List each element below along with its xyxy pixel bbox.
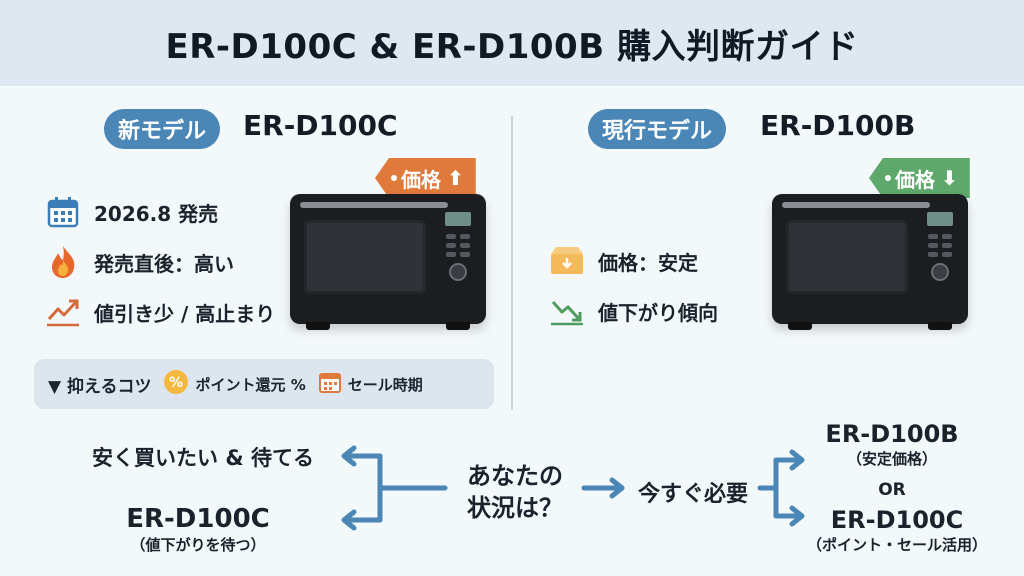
price-down-label: 価格 [895, 167, 935, 192]
feature-high-price-text: 発売直後：高い [94, 251, 234, 276]
tips-box: ▼ 抑えるコツ % ポイント還元 % セール時期 [34, 359, 494, 409]
trend-up-icon [44, 293, 82, 331]
box-icon [548, 242, 586, 280]
arrow-down-icon: ⬇ [941, 166, 958, 190]
page-title: ER-D100C & ER-D100B 購入判断ガイド [165, 26, 859, 67]
feature-release-text: 2026.8 発売 [94, 201, 219, 226]
result-now-1: ER-D100B （安定価格） [804, 420, 980, 469]
title-bar: ER-D100C & ER-D100B 購入判断ガイド [0, 0, 1024, 86]
feature-release-date: 2026.8 発売 [44, 193, 218, 231]
tip-points-text: ポイント還元 % [195, 375, 306, 394]
microwave-new-image [290, 194, 486, 338]
situation-question-line2: 状況は？ [467, 494, 563, 522]
result-now-2: ER-D100C （ポイント・セール活用） [790, 506, 1004, 555]
feature-price-drop: 値下がり傾向 [548, 292, 718, 330]
feature-small-discount-text: 値引き少 / 高止まり [94, 301, 276, 326]
result-now-model1: ER-D100B [825, 420, 959, 448]
price-up-label: 価格 [401, 167, 441, 192]
result-now-note1: （安定価格） [846, 450, 937, 468]
result-wait: ER-D100C （値下がりを待つ） [98, 504, 298, 555]
situation-question-line1: あなたの [467, 462, 563, 490]
current-model-badge: 現行モデル [588, 109, 727, 149]
percent-icon: % [163, 369, 189, 399]
new-model-name: ER-D100C [243, 109, 398, 142]
current-model-name: ER-D100B [760, 109, 916, 142]
microwave-current-image [772, 194, 968, 338]
tip-sale: セール時期 [318, 370, 423, 398]
feature-price-drop-text: 値下がり傾向 [598, 300, 718, 325]
option-now-label: 今すぐ必要 [637, 482, 748, 507]
result-wait-model: ER-D100C [126, 504, 270, 534]
result-now-note2: （ポイント・セール活用） [806, 536, 987, 554]
feature-stable-price: 価格：安定 [548, 242, 698, 280]
feature-small-discount: 値引き少 / 高止まり [44, 293, 275, 331]
trend-down-icon [548, 292, 586, 330]
flame-icon [44, 243, 82, 281]
tag-dot-icon [391, 175, 397, 181]
svg-text:%: % [169, 375, 183, 391]
tips-label: ▼ 抑えるコツ [48, 376, 152, 397]
situation-question: あなたの 状況は？ [448, 460, 582, 524]
tip-points: % ポイント還元 % [163, 369, 306, 399]
result-now-model2: ER-D100C [830, 506, 964, 534]
column-divider [511, 116, 513, 410]
arrow-up-icon: ⬆ [447, 166, 464, 190]
feature-high-price: 発売直後：高い [44, 243, 234, 281]
calendar-icon [318, 370, 342, 398]
calendar-icon [44, 193, 82, 231]
result-wait-note: （値下がりを待つ） [130, 536, 266, 554]
price-down-tag: 価格 ⬇ [869, 158, 970, 198]
or-label: OR [878, 480, 906, 500]
tip-sale-text: セール時期 [347, 375, 423, 394]
option-wait-label: 安く買いたい & 待てる [92, 446, 314, 470]
new-model-badge: 新モデル [104, 109, 221, 149]
feature-stable-price-text: 価格：安定 [598, 250, 698, 275]
price-up-tag: 価格 ⬆ [375, 158, 476, 198]
tag-dot-icon [885, 175, 891, 181]
